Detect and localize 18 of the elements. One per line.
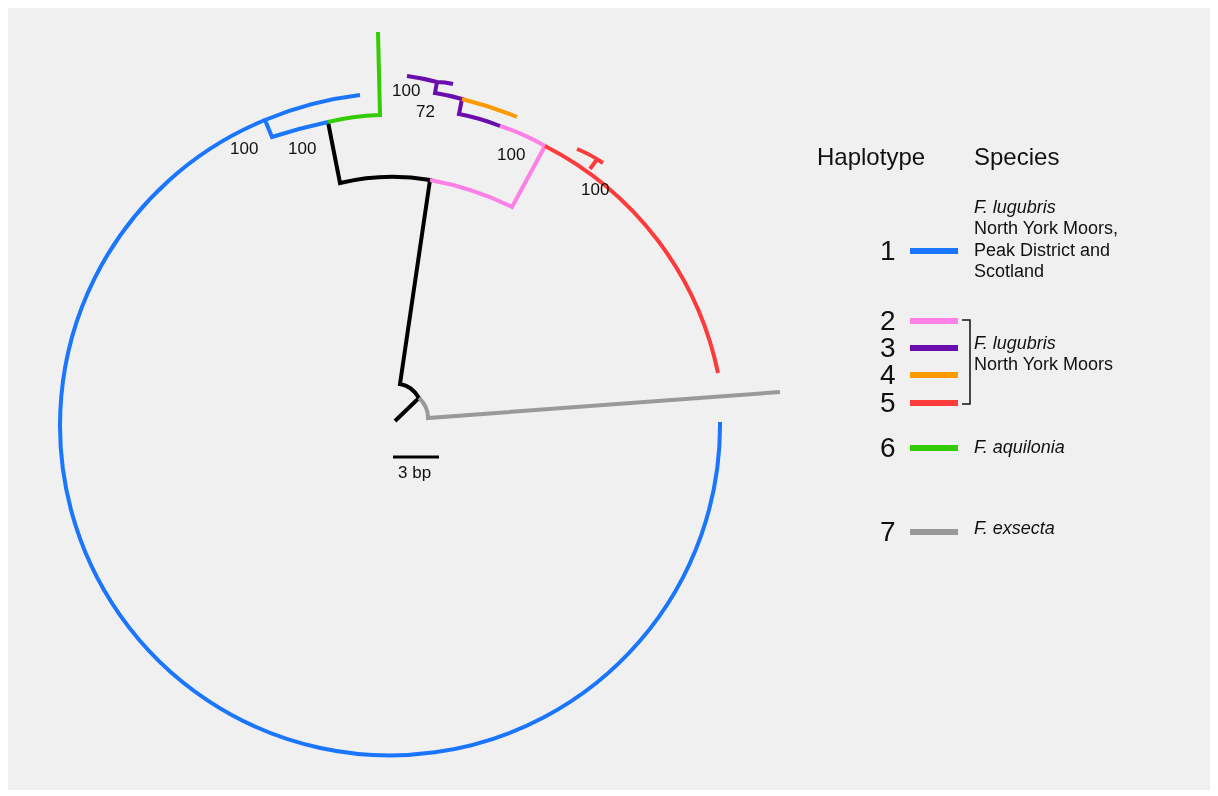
scale-label: 3 bp — [398, 463, 432, 484]
species-label: F. exsecta — [974, 518, 1055, 540]
bootstrap-value: 100 — [581, 180, 610, 201]
species-label: F. lugubris — [974, 333, 1056, 355]
column-header: Haplotype — [817, 143, 926, 172]
species-label: F. aquilonia — [974, 437, 1065, 459]
haplotype-number: 6 — [880, 431, 896, 465]
species-label: North York Moors, Peak District and Scotland — [974, 218, 1120, 283]
bootstrap-value: 100 — [288, 139, 317, 160]
haplotype-number: 7 — [880, 515, 896, 549]
bootstrap-value: 72 — [416, 102, 435, 123]
bootstrap-value: 100 — [230, 139, 259, 160]
bootstrap-value: 100 — [497, 145, 526, 166]
species-label: F. lugubris — [974, 197, 1056, 219]
column-header: Species — [974, 143, 1060, 172]
bootstrap-value: 100 — [392, 81, 421, 102]
species-label: North York Moors — [974, 354, 1114, 376]
haplotype-number: 1 — [880, 234, 896, 268]
